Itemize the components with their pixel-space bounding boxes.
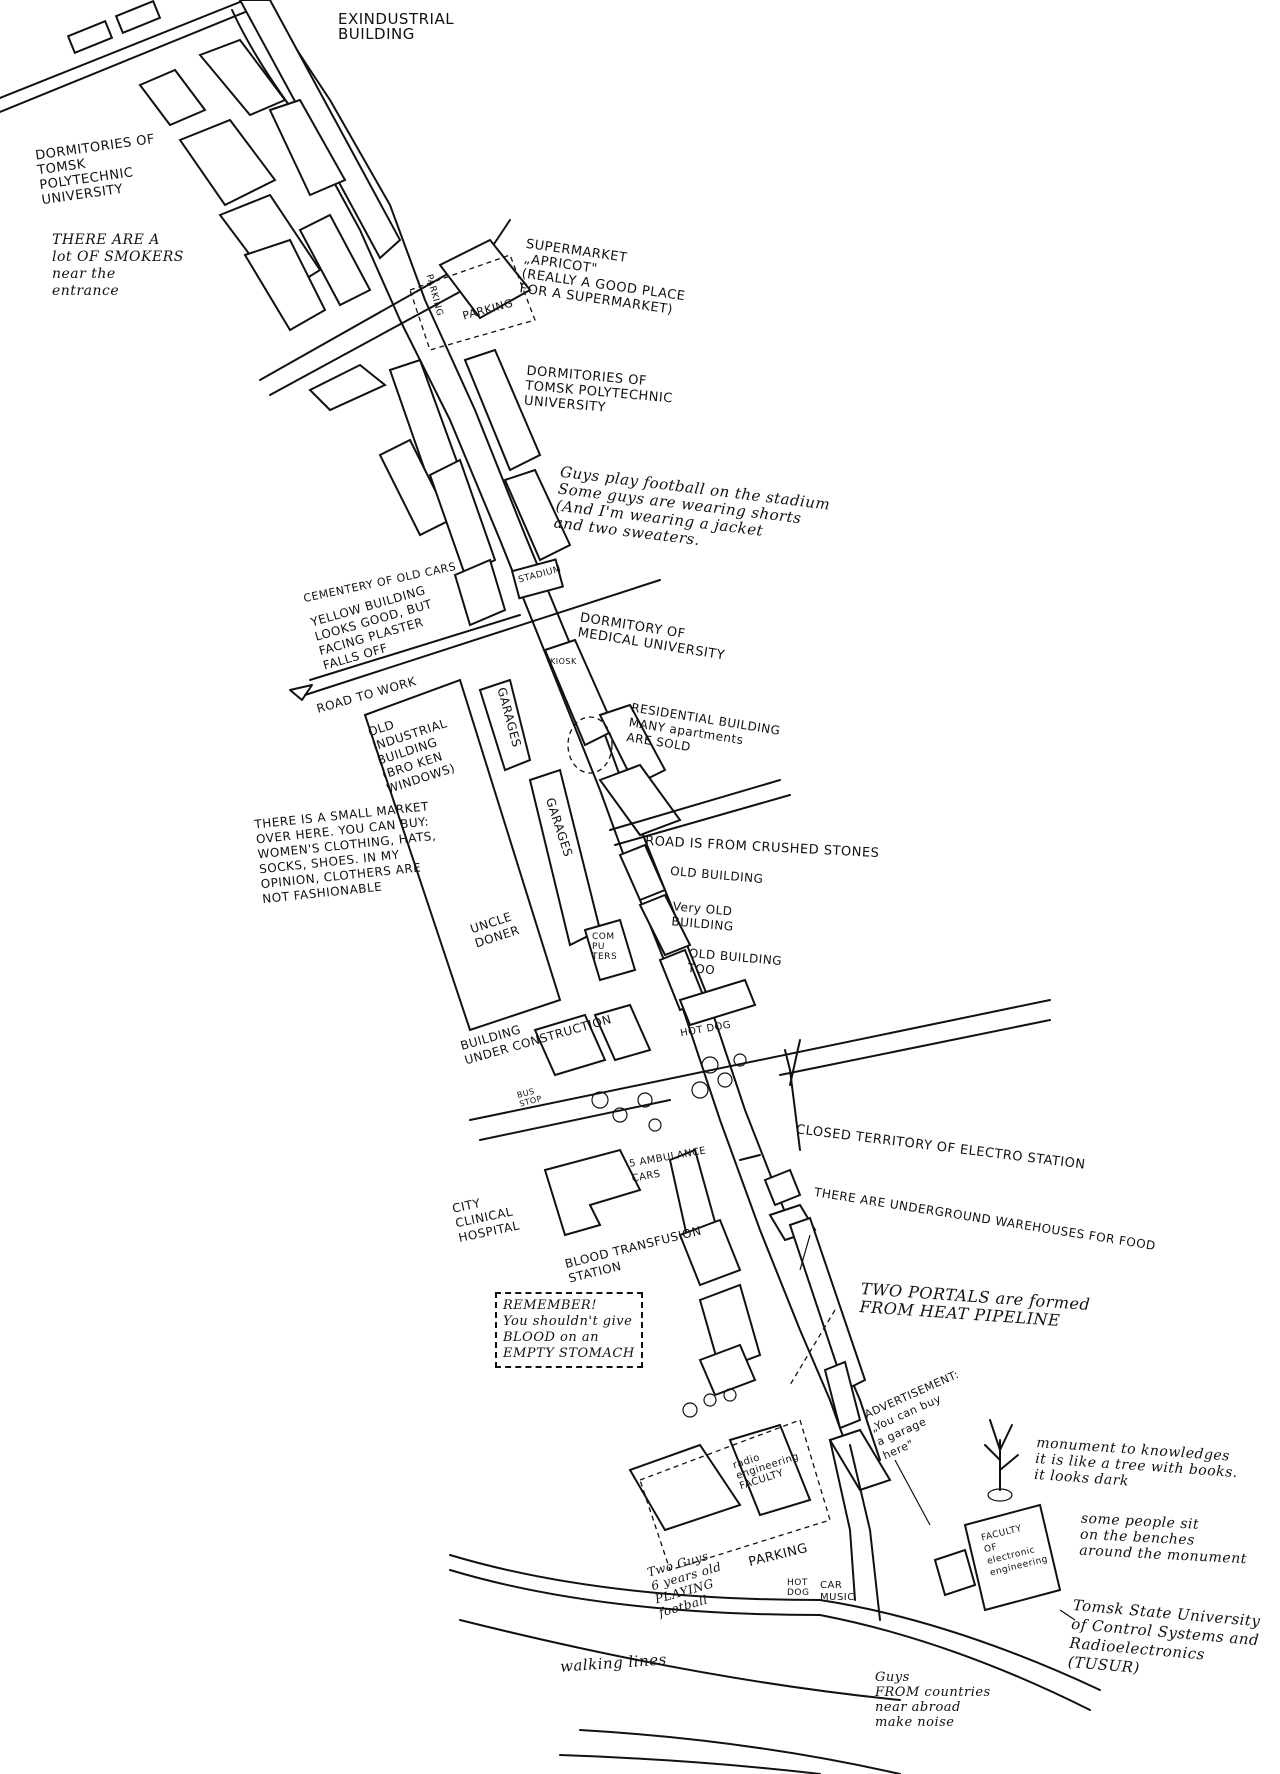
faculty-electronic-engineering xyxy=(963,1503,1062,1612)
yellow-building xyxy=(453,558,507,627)
label-smokers-note: THERE ARE A lot OF SMOKERS near the entr… xyxy=(52,232,184,299)
building xyxy=(678,978,757,1027)
supermarket-building xyxy=(438,238,532,320)
label-benches-note: some people sit on the benches around th… xyxy=(1078,1510,1248,1568)
wagon xyxy=(66,19,114,55)
tree-cluster xyxy=(682,1388,737,1418)
building xyxy=(308,363,387,412)
old-building xyxy=(618,843,667,902)
dorm-building xyxy=(428,458,497,577)
main-street-right-edge xyxy=(264,0,881,1461)
label-ex-industrial-building: EXINDUSTRIAL BUILDING xyxy=(338,10,455,43)
main-street-end xyxy=(849,1444,881,1621)
remember-note: REMEMBER! You shouldn't give BLOOD on an… xyxy=(495,1292,643,1368)
label-kiosk: KIOSK xyxy=(550,657,577,666)
garages-building xyxy=(478,678,532,772)
building xyxy=(823,1360,862,1430)
building xyxy=(698,1343,757,1397)
residential-building xyxy=(598,703,667,787)
parking-area xyxy=(409,254,536,351)
dorm-building xyxy=(243,238,327,332)
residential-building xyxy=(598,763,682,837)
label-guys-from-countries: Guys FROM countries near abroad make noi… xyxy=(875,1670,991,1730)
label-computers: COM PU TERS xyxy=(592,932,618,962)
road-to-work xyxy=(304,579,661,696)
dorm-building xyxy=(503,468,572,562)
construction-building xyxy=(533,1013,607,1077)
label-very-old-building: Very OLD BUILDING xyxy=(670,899,735,934)
tree-cluster xyxy=(691,1053,747,1099)
wagon xyxy=(114,0,162,35)
tree-cluster xyxy=(591,1091,662,1132)
building xyxy=(698,1283,762,1372)
bottom-road xyxy=(449,1554,1101,1691)
warehouse-building xyxy=(788,1216,867,1392)
computers-shop xyxy=(583,918,637,982)
trees xyxy=(567,716,613,774)
station-building xyxy=(763,1168,802,1207)
label-small-market-note: THERE IS A SMALL MARKET OVER HERE. YOU C… xyxy=(253,799,437,907)
stadium xyxy=(510,558,565,600)
old-industrial-building xyxy=(363,678,562,1032)
dorm-building xyxy=(198,38,287,117)
very-old-building xyxy=(638,893,692,957)
building xyxy=(828,1428,892,1492)
city-clinical-hospital xyxy=(543,1148,642,1237)
monument-base xyxy=(987,1488,1013,1502)
blood-transfusion-station xyxy=(678,1218,742,1287)
building xyxy=(933,1548,977,1597)
faculty-building xyxy=(728,1423,812,1517)
railway-line xyxy=(0,0,246,99)
label-car-music: CAR MUSIC xyxy=(820,1580,855,1603)
dorm-building xyxy=(178,118,277,207)
label-hot-dog-2: HOT DOG xyxy=(787,1578,810,1598)
dorm-building xyxy=(298,213,372,307)
radio-engineering-faculty xyxy=(628,1443,742,1532)
dorm-building xyxy=(138,68,207,127)
dorm-building xyxy=(463,348,542,472)
dorm-building xyxy=(268,98,347,197)
building xyxy=(593,1003,652,1062)
cross-street xyxy=(469,999,1051,1121)
